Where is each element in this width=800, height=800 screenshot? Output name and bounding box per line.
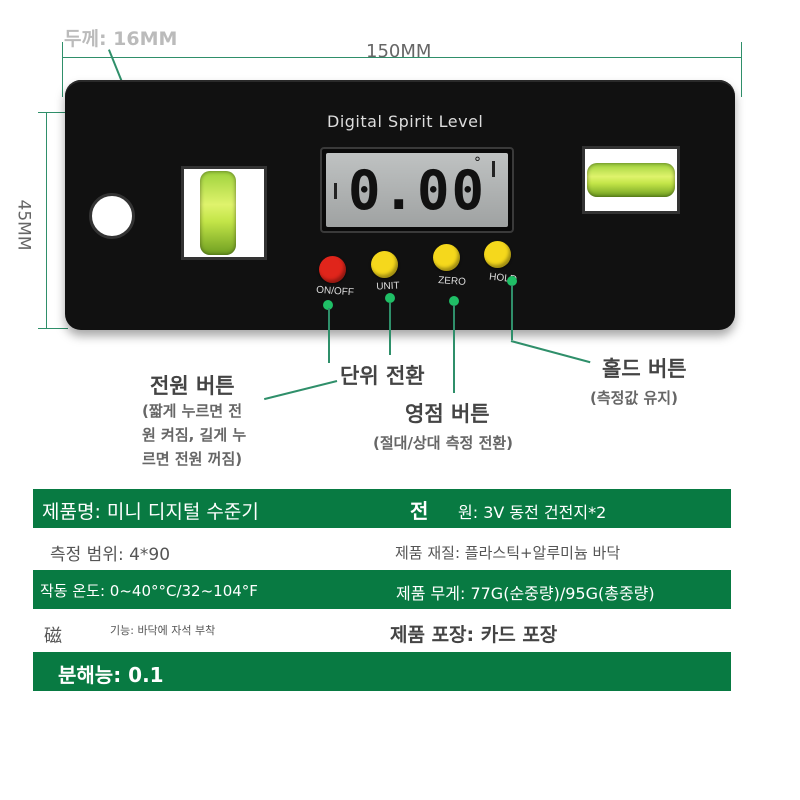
unit-callout-dot xyxy=(385,293,395,303)
spec-power: 원: 3V 동전 건전지*2 xyxy=(458,503,607,522)
height-label: 45MM xyxy=(13,199,34,251)
lcd-bezel: 0.00 ° xyxy=(320,147,514,233)
thickness-label: 두께: 16MM xyxy=(64,28,178,50)
on-off-button[interactable] xyxy=(319,256,346,283)
power-leader-vertical xyxy=(328,308,330,363)
power-button-title: 전원 버튼 xyxy=(150,374,235,398)
hold-callout-dot xyxy=(507,276,517,286)
lcd-screen: 0.00 ° xyxy=(326,153,508,227)
on-off-label: ON/OFF xyxy=(315,284,355,299)
left-indicator-bar xyxy=(334,183,337,199)
zero-callout-dot xyxy=(449,296,459,306)
spec-magnet: 기능: 바닥에 자석 부착 xyxy=(110,624,216,637)
power-callout-dot xyxy=(323,300,333,310)
hold-leader-diagonal xyxy=(510,340,591,364)
power-leader-diagonal xyxy=(263,380,338,401)
vertical-bubble-vial xyxy=(200,171,236,255)
zero-label: ZERO xyxy=(437,275,467,288)
unit-button[interactable] xyxy=(371,251,398,278)
unit-leader xyxy=(389,303,391,355)
height-tick-bottom xyxy=(38,328,68,329)
power-button-desc-2: 원 켜짐, 길게 누 xyxy=(142,426,247,444)
unit-label: UNIT xyxy=(376,280,400,293)
spec-power-char: 전 xyxy=(410,499,429,523)
spirit-level-device: Digital Spirit Level 0.00 ° ON/OFF UNIT … xyxy=(65,80,735,330)
length-tick-left xyxy=(62,42,63,97)
vertical-vial-window xyxy=(181,166,267,260)
hold-leader-vertical xyxy=(511,285,513,340)
zero-button-desc: (절대/상대 측정 전환) xyxy=(373,434,514,452)
hanging-hole xyxy=(89,193,135,239)
length-tick-right xyxy=(741,42,742,97)
zero-button[interactable] xyxy=(433,244,460,271)
spec-package: 제품 포장: 카드 포장 xyxy=(390,624,558,646)
hold-button-title: 홀드 버튼 xyxy=(602,357,687,381)
spec-temperature: 작동 온도: 0~40°°C/32~104°F xyxy=(40,582,258,600)
device-title: Digital Spirit Level xyxy=(327,112,484,131)
display-reading: 0.00 xyxy=(347,159,487,222)
power-button-desc-3: 르면 전원 꺼짐) xyxy=(142,450,243,468)
spec-weight: 제품 무게: 77G(순중량)/95G(총중량) xyxy=(396,584,655,603)
spec-band-1 xyxy=(33,489,731,528)
unit-switch-title: 단위 전환 xyxy=(340,364,425,388)
length-dimension-line xyxy=(62,57,742,58)
zero-leader xyxy=(453,305,455,393)
zero-button-title: 영점 버튼 xyxy=(405,402,490,426)
right-indicator-bar xyxy=(492,161,495,177)
hold-button-desc: (측정값 유지) xyxy=(590,389,678,407)
horizontal-vial-window xyxy=(582,146,680,214)
spec-material: 제품 재질: 플라스틱+알루미늄 바닥 xyxy=(395,544,621,562)
horizontal-bubble-vial xyxy=(587,163,675,197)
spec-resolution: 분해능: 0.1 xyxy=(58,663,164,687)
length-label: 150MM xyxy=(366,41,432,62)
spec-band-3 xyxy=(33,652,731,691)
height-tick-top xyxy=(38,112,68,113)
spec-range: 측정 범위: 4*90 xyxy=(50,545,171,565)
power-button-desc-1: (짧게 누르면 전 xyxy=(142,402,243,420)
degree-symbol: ° xyxy=(474,155,481,171)
spec-product-name: 제품명: 미니 디지털 수준기 xyxy=(42,501,259,523)
spec-magnet-char: 磁 xyxy=(44,626,62,647)
hold-button[interactable] xyxy=(484,241,511,268)
spec-band-2 xyxy=(33,570,731,609)
height-dimension-line xyxy=(46,112,47,328)
